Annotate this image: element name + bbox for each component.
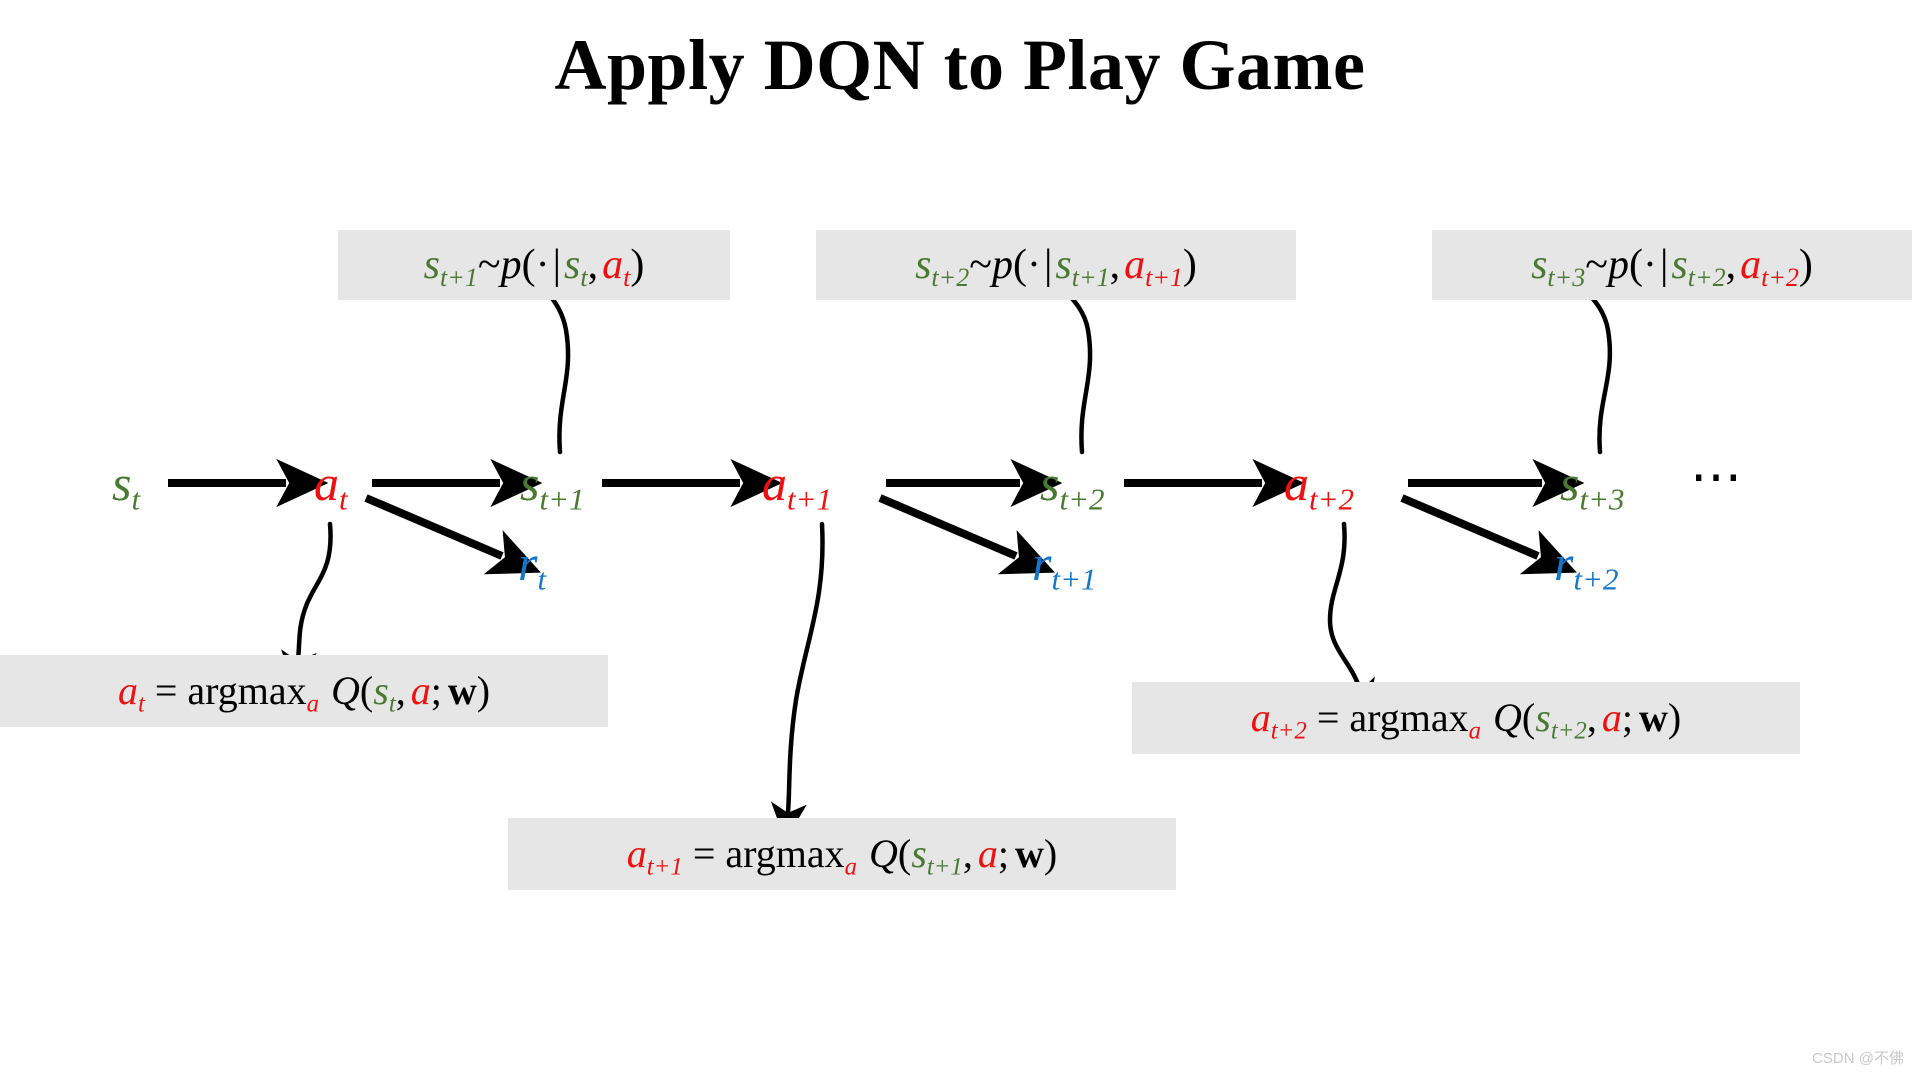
transition-3-comma: , [1725, 242, 1737, 288]
chain-node-state-t2: st+2 [1040, 455, 1105, 517]
transition-3-open-paren: ( [1628, 242, 1643, 288]
chain-node-action-t2: at+2 [1284, 455, 1355, 517]
policy-2-argmax: argmax [725, 831, 845, 876]
policy-1-action: a [410, 668, 431, 713]
transition-2-next-state: st+2 [915, 242, 970, 292]
transition-2-cond-action: at+1 [1124, 242, 1183, 292]
reward-node-r-t1: rt+1 [1032, 535, 1097, 597]
policy-1-equals: = [154, 668, 178, 713]
policy-1-semicolon: ; [430, 668, 442, 713]
curve-action-t1-to-policy-2 [770, 521, 825, 842]
policy-2-action: a [977, 831, 998, 876]
policy-1-weights: w [447, 668, 477, 713]
chain-node-state-t1: st+1 [520, 455, 585, 517]
policy-2-semicolon: ; [997, 831, 1009, 876]
policy-2-equals: = [692, 831, 716, 876]
policy-3-comma: , [1586, 695, 1597, 740]
transition-1-tilde: ~ [477, 242, 501, 288]
chain-node-action-t1: at+1 [762, 455, 833, 517]
policy-3-argmax: argmax [1349, 695, 1469, 740]
policy-3-open-paren: ( [1521, 695, 1536, 740]
policy-2-weights: w [1014, 831, 1044, 876]
policy-2-close-paren: ) [1043, 831, 1058, 876]
chain-node-state-t3: st+3 [1560, 455, 1625, 517]
transition-2-dot: · [1026, 242, 1041, 288]
transition-3-tilde: ~ [1585, 242, 1608, 288]
arrow-action-t2-to-reward-t2 [1400, 494, 1578, 575]
chain-ellipsis: ⋯ [1690, 449, 1745, 506]
policy-3-action: a [1601, 695, 1622, 740]
transition-3-cond-action: at+2 [1740, 242, 1799, 292]
transition-1-bar: | [552, 242, 561, 288]
transition-box-3: st+3~p(·|st+2,at+2) [1432, 230, 1912, 300]
transition-box-2: st+2~p(·|st+1,at+1) [816, 230, 1296, 300]
policy-3-semicolon: ; [1621, 695, 1633, 740]
transition-3-expression: st+3~p(·|st+2,at+2) [1531, 242, 1813, 292]
chain-node-state-t: st [112, 455, 141, 517]
policy-3-equals: = [1316, 695, 1340, 740]
transition-2-expression: st+2~p(·|st+1,at+1) [915, 242, 1197, 292]
policy-2-open-paren: ( [897, 831, 912, 876]
policy-3-weights: w [1638, 695, 1668, 740]
reward-node-r-t2: rt+2 [1554, 535, 1619, 597]
policy-1-q: Q [331, 668, 360, 713]
transition-2-open-paren: ( [1012, 242, 1027, 288]
policy-1-close-paren: ) [476, 668, 491, 713]
reward-node-r-t: rt [518, 535, 547, 597]
arrow-action-t1-to-reward-t1 [878, 494, 1056, 575]
transition-3-dot: · [1642, 242, 1657, 288]
transition-2-bar: | [1043, 242, 1053, 288]
policy-1-lhs: at [117, 668, 145, 718]
policy-2-argmax-sub: a [844, 853, 858, 881]
policy-2-q: Q [869, 831, 898, 876]
policy-1-argmax: argmax [187, 668, 307, 713]
policy-3-close-paren: ) [1667, 695, 1682, 740]
policy-2-lhs: at+1 [626, 831, 683, 881]
transition-1-expression: st+1~p(·|st,at) [423, 242, 645, 292]
transition-2-p: p [991, 242, 1013, 288]
watermark: CSDN @不佛 [1812, 1050, 1904, 1067]
transition-box-1: st+1~p(·|st,at) [338, 230, 730, 300]
transition-1-comma: , [587, 242, 599, 288]
policy-2-comma: , [962, 831, 973, 876]
policy-1-argmax-sub: a [306, 690, 320, 718]
policy-3-q: Q [1493, 695, 1522, 740]
policy-1-state: st [373, 668, 396, 718]
transition-3-close-paren: ) [1798, 242, 1813, 288]
policy-1-comma: , [395, 668, 406, 713]
transition-3-p: p [1607, 242, 1629, 288]
transition-1-p: p [500, 242, 522, 288]
chain-node-action-t: at [314, 455, 348, 517]
transition-1-close-paren: ) [630, 242, 645, 288]
transition-1-cond-action: at [602, 242, 631, 292]
transition-2-tilde: ~ [969, 242, 992, 288]
transition-1-cond-state: st [564, 242, 588, 292]
transition-3-next-state: st+3 [1531, 242, 1586, 292]
transition-2-close-paren: ) [1182, 242, 1197, 288]
page-title: Apply DQN to Play Game [554, 25, 1366, 105]
policy-3-lhs: at+2 [1250, 695, 1307, 745]
policy-3-argmax-sub: a [1468, 717, 1482, 745]
curve-action-t2-to-policy-3 [1327, 521, 1375, 719]
transition-2-comma: , [1109, 242, 1121, 288]
transition-1-open-paren: ( [521, 242, 536, 288]
arrow-action-t-to-reward-t [364, 494, 542, 575]
policy-3-state: st+2 [1535, 695, 1587, 745]
transition-2-cond-state: st+1 [1055, 242, 1110, 292]
transition-1-next-state: st+1 [423, 242, 478, 292]
curve-action-t-to-policy-1 [280, 521, 333, 690]
policy-2-state: st+1 [911, 831, 963, 881]
transition-1-dot: · [535, 242, 550, 288]
policy-1-open-paren: ( [359, 668, 374, 713]
transition-3-bar: | [1659, 242, 1669, 288]
transition-3-cond-state: st+2 [1671, 242, 1726, 292]
